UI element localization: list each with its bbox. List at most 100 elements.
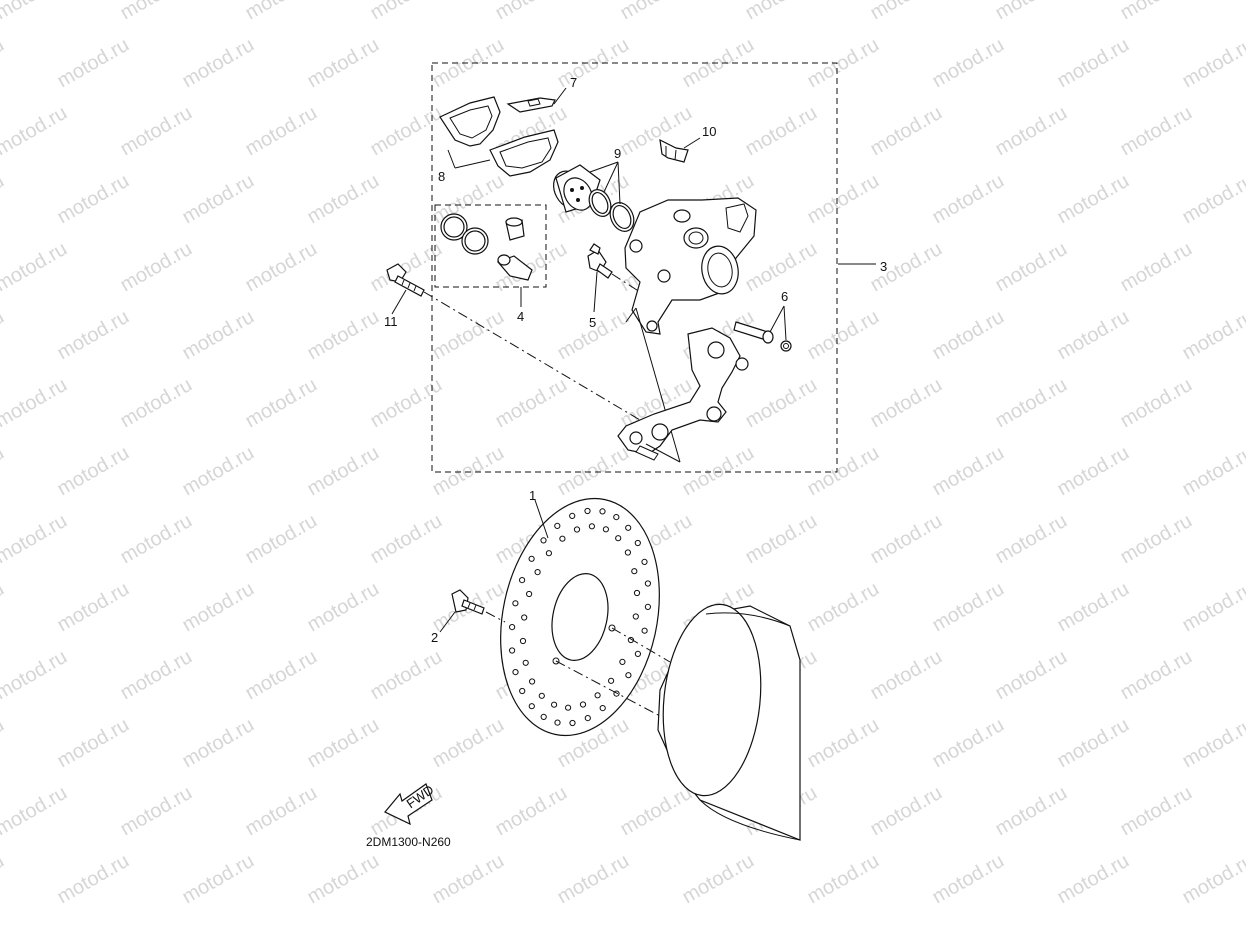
watermark-text: motod.ru — [117, 102, 196, 161]
watermark-text: motod.ru — [0, 782, 71, 841]
disc-hole — [615, 535, 622, 542]
callout-2: 2 — [431, 630, 438, 645]
watermark-text: motod.ru — [867, 374, 946, 433]
watermark-text: motod.ru — [117, 782, 196, 841]
watermark-text: motod.ru — [1117, 238, 1196, 297]
watermark-text: motod.ru — [304, 442, 383, 501]
watermark-text: motod.ru — [0, 238, 71, 297]
watermark-text: motod.ru — [1117, 374, 1196, 433]
watermark-text: motod.ru — [0, 102, 71, 161]
watermark-text: motod.ru — [867, 102, 946, 161]
callout-10: 10 — [702, 124, 716, 139]
bolt-part-11 — [386, 263, 425, 297]
watermark-text: motod.ru — [1242, 238, 1246, 297]
watermark-text: motod.ru — [54, 714, 133, 773]
watermark-text: motod.ru — [179, 850, 258, 909]
watermark-layer: motod.ru motod.ru motod.ru motod.ru motod.ru… — [0, 0, 1246, 908]
watermark-text: motod.ru — [742, 0, 821, 24]
callout-11: 11 — [384, 314, 398, 329]
watermark-text: motod.ru — [867, 238, 946, 297]
watermark-text: motod.ru — [929, 714, 1008, 773]
disc-hole — [512, 600, 519, 607]
watermark-text: motod.ru — [1242, 374, 1246, 433]
watermark-text: motod.ru — [0, 714, 8, 773]
watermark-text: motod.ru — [429, 442, 508, 501]
watermark-text: motod.ru — [929, 306, 1008, 365]
callout-8: 8 — [438, 169, 445, 184]
watermark-text: motod.ru — [929, 442, 1008, 501]
pad-clip-part-10 — [659, 138, 689, 163]
caliper-bracket — [617, 327, 749, 461]
watermark-text: motod.ru — [179, 714, 258, 773]
watermark-text: motod.ru — [1242, 646, 1246, 705]
watermark-text: motod.ru — [1054, 34, 1133, 93]
watermark-text: motod.ru — [1054, 306, 1133, 365]
watermark-text: motod.ru — [679, 850, 758, 909]
watermark-text: motod.ru — [117, 374, 196, 433]
watermark-text: motod.ru — [1054, 578, 1133, 637]
disc-hole — [529, 678, 536, 685]
disc-hole — [613, 514, 620, 521]
watermark-text: motod.ru — [117, 238, 196, 297]
watermark-text: motod.ru — [242, 0, 321, 24]
callout-3: 3 — [880, 259, 887, 274]
disc-hole — [641, 558, 648, 566]
slide-pin-part-6 — [733, 321, 792, 352]
diagram-code: 2DM1300-N260 — [366, 835, 451, 849]
watermark-text: motod.ru — [492, 0, 571, 24]
callout-4: 4 — [517, 309, 524, 324]
watermark-text: motod.ru — [242, 102, 321, 161]
watermark-text: motod.ru — [992, 102, 1071, 161]
caliper-assembly-frame — [431, 62, 838, 473]
watermark-text: motod.ru — [867, 646, 946, 705]
watermark-text: motod.ru — [429, 850, 508, 909]
disc-hole — [624, 549, 632, 556]
bleed-screw-part-5 — [587, 243, 613, 279]
watermark-text: motod.ru — [742, 102, 821, 161]
watermark-text: motod.ru — [929, 578, 1008, 637]
watermark-text: motod.ru — [492, 374, 571, 433]
watermark-text: motod.ru — [54, 442, 133, 501]
disc-hole — [573, 526, 581, 533]
watermark-text: motod.ru — [1117, 0, 1196, 24]
watermark-text: motod.ru — [304, 850, 383, 909]
watermark-text: motod.ru — [0, 306, 8, 365]
brake-pad-part-8 — [439, 96, 559, 177]
disc-hole — [521, 614, 528, 621]
callout-9: 9 — [614, 146, 621, 161]
watermark-text: motod.ru — [1179, 34, 1246, 93]
watermark-text: motod.ru — [0, 442, 8, 501]
disc-hole — [538, 692, 545, 699]
disc-hole — [625, 524, 632, 531]
disc-hole — [528, 703, 535, 710]
disc-hole — [594, 692, 601, 699]
callout-1: 1 — [529, 488, 536, 503]
disc-hole — [519, 577, 526, 584]
watermark-text: motod.ru — [54, 850, 133, 909]
watermark-text: motod.ru — [617, 782, 696, 841]
disc-hole — [634, 539, 641, 547]
watermark-text: motod.ru — [1242, 102, 1246, 161]
watermark-text: motod.ru — [804, 170, 883, 229]
watermark-text: motod.ru — [0, 0, 71, 24]
watermark-text: motod.ru — [367, 374, 446, 433]
watermark-text: motod.ru — [804, 850, 883, 909]
watermark-text: motod.ru — [929, 170, 1008, 229]
watermark-text: motod.ru — [992, 646, 1071, 705]
watermark-text: motod.ru — [117, 510, 196, 569]
disc-hole — [644, 603, 652, 611]
watermark-text: motod.ru — [742, 510, 821, 569]
watermark-text: motod.ru — [1054, 714, 1133, 773]
watermark-text: motod.ru — [179, 578, 258, 637]
disc-hole — [644, 580, 652, 587]
watermark-text: motod.ru — [179, 170, 258, 229]
watermark-text: motod.ru — [804, 578, 883, 637]
disc-hole — [569, 719, 576, 727]
watermark-text: motod.ru — [742, 238, 821, 297]
disc-hole — [508, 624, 516, 631]
watermark-text: motod.ru — [554, 850, 633, 909]
disc-hole — [551, 701, 558, 708]
watermark-text: motod.ru — [179, 34, 258, 93]
watermark-text: motod.ru — [0, 578, 8, 637]
watermark-text: motod.ru — [1117, 102, 1196, 161]
